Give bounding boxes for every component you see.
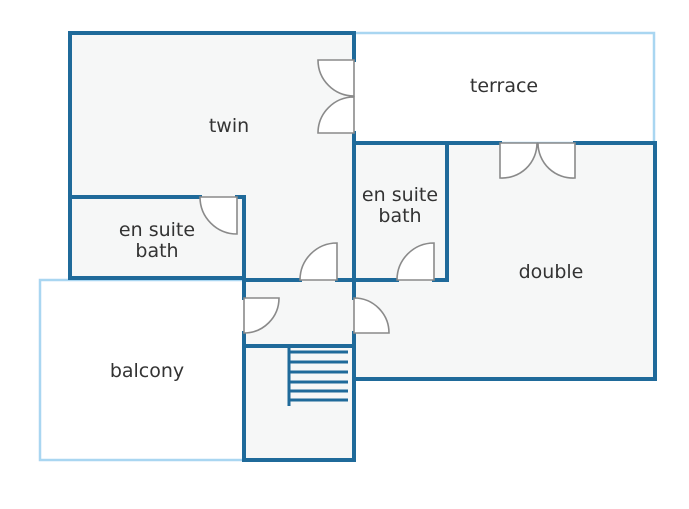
label-ensuite-mid-1: en suite <box>362 184 438 206</box>
door-ensuite-left <box>199 196 238 235</box>
label-terrace: terrace <box>470 75 538 97</box>
room-labels: twin terrace en suite bath en suite bath… <box>110 75 584 382</box>
door-twin-terrace-upper <box>317 59 355 97</box>
label-ensuite-mid-2: bath <box>378 205 421 227</box>
door-double-terrace-right <box>537 142 576 179</box>
room-fills <box>70 33 655 460</box>
door-double-terrace-left <box>499 142 538 179</box>
label-double: double <box>519 261 584 283</box>
door-twin-hall <box>299 242 338 281</box>
label-ensuite-left-2: bath <box>135 240 178 262</box>
label-twin: twin <box>209 115 249 137</box>
door-hall-double <box>353 297 390 334</box>
balcony-area <box>38 278 247 462</box>
doors <box>199 59 576 334</box>
terrace-area <box>350 31 656 145</box>
door-ensuite-mid <box>396 242 435 281</box>
staircase <box>287 346 348 406</box>
label-ensuite-left-1: en suite <box>119 219 195 241</box>
door-twin-terrace-lower <box>317 96 355 134</box>
walls <box>68 31 657 462</box>
door-hall-balcony <box>243 297 280 334</box>
label-balcony: balcony <box>110 360 184 382</box>
